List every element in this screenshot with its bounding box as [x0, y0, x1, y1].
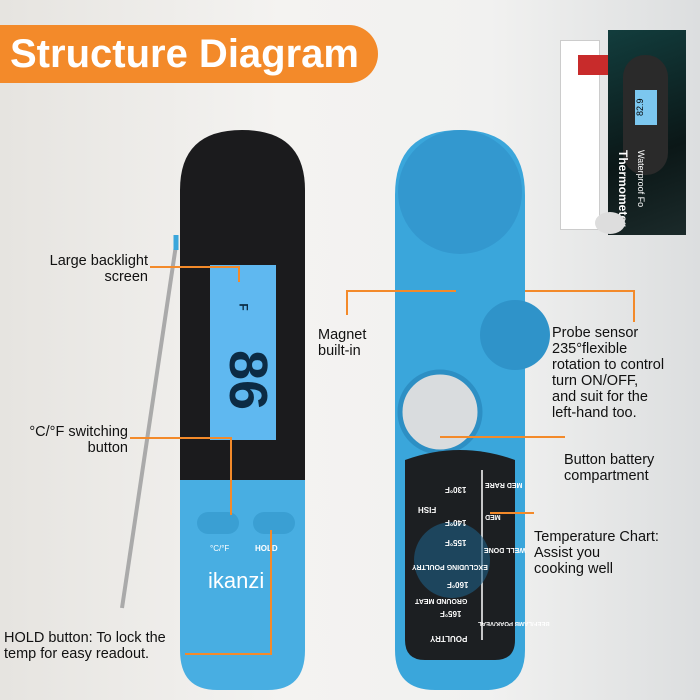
chart-doneness: WELL DONE: [484, 546, 526, 553]
chart-food: GROUND MEAT: [415, 597, 468, 604]
lcd-screen: [210, 265, 276, 440]
hang-hole: [397, 369, 483, 455]
chart-food: EXCLUDING POULTRY: [412, 563, 488, 570]
chart-doneness: MED RARE: [485, 481, 523, 488]
title-banner: Structure Diagram: [0, 25, 378, 83]
chart-doneness: BEEF/LAMB POAK/VEAL: [478, 620, 550, 626]
chart-temp: 155°F: [445, 538, 467, 547]
chart-temp: 160°F: [447, 580, 469, 589]
round-head: [398, 130, 522, 254]
chart-food: FISH: [418, 505, 437, 514]
package-subtitle: Waterproof Fo: [636, 150, 646, 208]
battery-cover: [480, 300, 550, 370]
lcd-value: 86: [218, 350, 278, 411]
package-image: 82.9 Thermometer Waterproof Fo: [560, 30, 695, 240]
brand-logo: ikanzi: [208, 568, 265, 593]
chart-temp: 130°F: [445, 485, 467, 494]
unit-switch-button: [197, 512, 239, 534]
chart-food: POULTRY: [430, 634, 468, 643]
unit-switch-label: °C/°F: [210, 544, 230, 553]
chart-temp: 140°F: [445, 518, 467, 527]
chart-temp: 165°F: [440, 609, 462, 618]
probe-left: [120, 244, 178, 609]
hold-label: HOLD: [255, 544, 278, 553]
package-title: Thermometer: [616, 150, 630, 227]
lcd-unit: F: [236, 303, 251, 311]
hold-button: [253, 512, 295, 534]
